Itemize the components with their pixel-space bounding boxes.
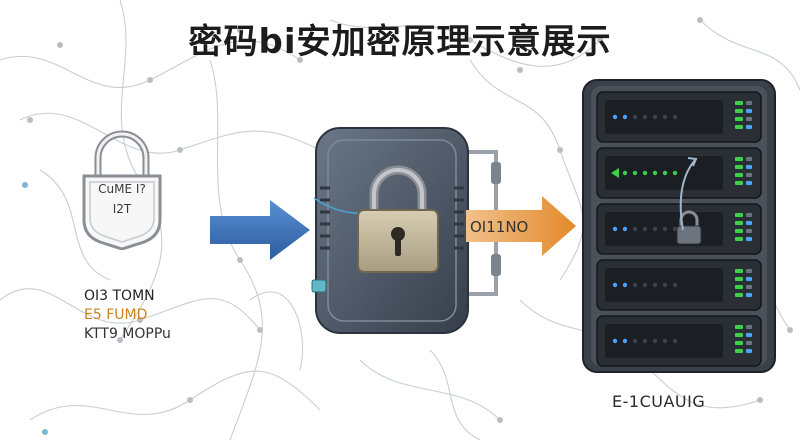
- padlock-outline-icon: CuME I? I2T: [72, 128, 172, 251]
- server-rack-icon: [582, 79, 776, 373]
- plaintext-line: E5 FUMD: [84, 307, 148, 323]
- server-unit: [596, 91, 762, 143]
- server-caption: E-1CUAUIG: [612, 392, 706, 411]
- server-unit: [596, 147, 762, 199]
- plaintext-line: KTT9 MOPPu: [84, 326, 171, 342]
- plaintext-block: OI3 TOMN E5 FUMD KTT9 MOPPu: [84, 287, 171, 344]
- input-arrow: [210, 200, 310, 260]
- lock-text-line: I2T: [112, 202, 132, 216]
- server-unit: [596, 259, 762, 311]
- padlock-icon: [357, 165, 439, 273]
- page-title: 密码bi安加密原理示意展示: [188, 22, 612, 62]
- arrow-left-icon: [611, 168, 619, 178]
- encryption-device: [300, 127, 501, 334]
- ciphertext-label: OI11NO: [470, 218, 529, 236]
- output-arrow: [466, 196, 576, 256]
- curved-arrow-icon: [679, 159, 696, 231]
- lock-text-line: CuME I?: [98, 182, 146, 196]
- plaintext-line: OI3 TOMN: [84, 288, 155, 304]
- server-unit: [596, 315, 762, 367]
